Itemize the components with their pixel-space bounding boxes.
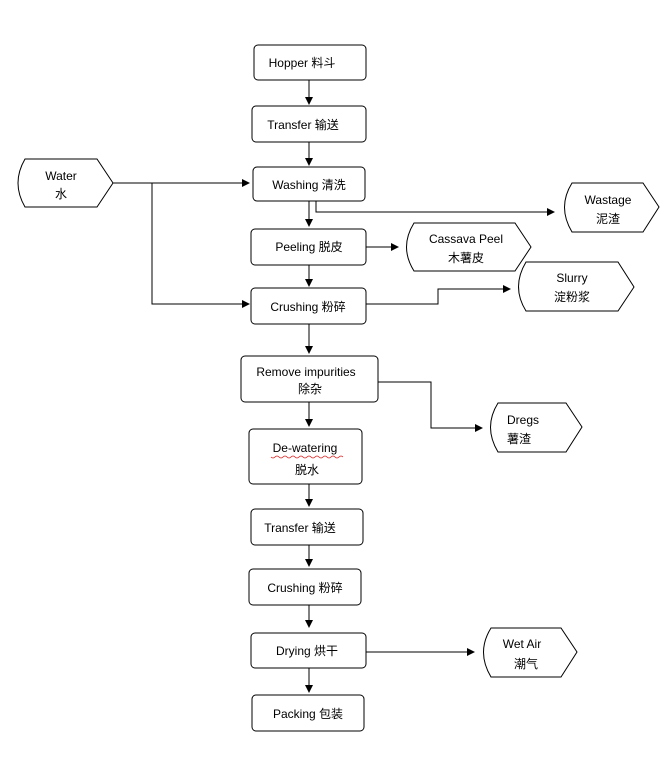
step-packing-label: Packing 包装 (273, 707, 343, 721)
output-wastage-label-cn: 泥渣 (596, 212, 620, 226)
spellcheck-underline (270, 455, 344, 459)
step-washing-label: Washing 清洗 (272, 178, 346, 192)
step-crushing-1: Crushing 粉碎 (250, 287, 367, 325)
output-wastage-label: Wastage (585, 193, 632, 207)
step-drying-label: Drying 烘干 (276, 644, 338, 658)
input-water: Water 水 (17, 158, 114, 208)
output-wet-air: Wet Air 潮气 (483, 627, 578, 678)
step-transfer-1-label: Transfer 输送 (267, 117, 339, 132)
step-peeling: Peeling 脱皮 (250, 228, 367, 266)
step-transfer-1: Transfer 输送 (251, 105, 367, 143)
step-crushing-2: Crushing 粉碎 (248, 568, 362, 606)
step-washing: Washing 清洗 (252, 166, 366, 202)
step-crushing-2-label: Crushing 粉碎 (267, 580, 342, 595)
input-water-label-cn: 水 (55, 187, 67, 201)
output-dregs: Dregs 薯渣 (490, 402, 583, 453)
output-cassava-peel-label-cn: 木薯皮 (448, 251, 484, 265)
step-transfer-2-label: Transfer 输送 (264, 520, 336, 535)
step-dewatering: De-watering 脱水 (248, 428, 363, 485)
step-hopper-label: Hopper 料斗 (269, 56, 336, 70)
step-crushing-1-label: Crushing 粉碎 (270, 299, 345, 314)
arrow-crushing-to-slurry (366, 285, 511, 305)
connectors (113, 80, 555, 693)
arrow-water-to-crushing (151, 183, 250, 308)
output-slurry: Slurry 淀粉浆 (518, 261, 635, 312)
output-slurry-label: Slurry (556, 271, 587, 285)
output-cassava-peel: Cassava Peel 木薯皮 (406, 222, 532, 272)
step-hopper: Hopper 料斗 (253, 44, 367, 81)
output-wet-air-label: Wet Air (503, 637, 541, 651)
output-slurry-label-cn: 淀粉浆 (554, 289, 590, 304)
output-wastage: Wastage 泥渣 (564, 182, 660, 233)
step-remove-impurities-label: Remove impurities (256, 365, 355, 379)
output-dregs-label: Dregs (507, 413, 539, 427)
step-peeling-label: Peeling 脱皮 (275, 239, 342, 254)
output-wet-air-label-cn: 潮气 (514, 656, 538, 671)
step-dewatering-label-cn: 脱水 (295, 462, 319, 477)
step-remove-impurities: Remove impurities 除杂 (240, 355, 379, 403)
step-remove-impurities-label-cn: 除杂 (298, 381, 322, 396)
input-water-label: Water (45, 169, 77, 183)
step-transfer-2: Transfer 输送 (250, 508, 364, 546)
step-dewatering-label: De-watering (273, 441, 338, 455)
step-packing: Packing 包装 (251, 694, 365, 732)
output-dregs-label-cn: 薯渣 (507, 432, 531, 446)
step-drying: Drying 烘干 (250, 632, 367, 669)
arrow-remove-to-dregs (378, 381, 483, 432)
arrow-washing-to-wastage (315, 201, 555, 216)
output-cassava-peel-label: Cassava Peel (429, 232, 503, 246)
